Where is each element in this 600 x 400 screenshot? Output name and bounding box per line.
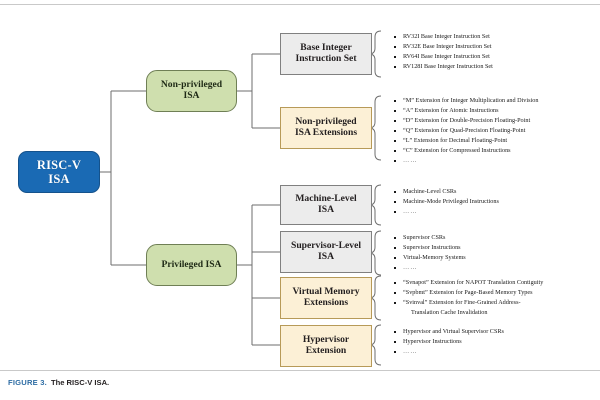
list-item: “M” Extension for Integer Multiplication…: [392, 96, 538, 106]
list-item-continuation: Translation Cache Invalidation: [411, 309, 488, 317]
bullets-virtual-memory: “Svnapot” Extension for NAPOT Translatio…: [392, 278, 543, 318]
list-item: ……: [392, 347, 504, 357]
list-item: “L” Extension for Decimal Floating-Point: [392, 136, 538, 146]
root-label-line2: ISA: [48, 172, 70, 186]
list-item: “Svpbmt” Extension for Page-Based Memory…: [392, 288, 543, 298]
list-item: RV128I Base Integer Instruction Set: [392, 62, 493, 72]
leaf-1-2-line1: Virtual Memory: [292, 286, 360, 298]
leaf-1-1-line1: Supervisor-Level: [291, 240, 361, 252]
bullets-supervisor-level: Supervisor CSRs Supervisor Instructions …: [392, 233, 466, 273]
leaf-0-0-line1: Base Integer: [300, 42, 352, 54]
node-privileged-isa[interactable]: Privileged ISA: [146, 244, 237, 286]
node-virtual-memory-extensions[interactable]: Virtual Memory Extensions: [280, 277, 372, 319]
page-rule-top: [0, 4, 600, 5]
figure-title: The RISC-V ISA.: [50, 378, 110, 387]
list-item: Virtual-Memory Systems: [392, 253, 466, 263]
bullets-non-privileged-extensions: “M” Extension for Integer Multiplication…: [392, 96, 538, 166]
node-risc-v-isa[interactable]: RISC-V ISA: [18, 151, 100, 193]
leaf-1-2-line2: Extensions: [303, 297, 349, 308]
node-non-privileged-isa[interactable]: Non-privileged ISA: [146, 70, 237, 112]
list-item: Hypervisor Instructions: [392, 337, 504, 347]
node-base-integer-instruction-set[interactable]: Base Integer Instruction Set: [280, 33, 372, 75]
leaf-1-0-line2: ISA: [318, 204, 334, 215]
list-item: Machine-Mode Privileged Instructions: [392, 197, 499, 207]
root-label-line1: RISC-V: [36, 158, 82, 172]
page-rule-bottom: [0, 370, 600, 371]
bullets-base-integer: RV32I Base Integer Instruction Set RV32E…: [392, 32, 493, 72]
list-item: RV32E Base Integer Instruction Set: [392, 42, 493, 52]
list-item: Supervisor Instructions: [392, 243, 466, 253]
list-item: “C” Extension for Compressed Instruction…: [392, 146, 538, 156]
list-item: Supervisor CSRs: [392, 233, 466, 243]
list-item: “Svnapot” Extension for NAPOT Translatio…: [392, 278, 543, 288]
leaf-1-1-line2: ISA: [318, 251, 334, 262]
leaf-1-0-line1: Machine-Level: [295, 193, 357, 205]
leaf-1-3-line1: Hypervisor: [302, 334, 350, 346]
bullets-hypervisor: Hypervisor and Virtual Supervisor CSRs H…: [392, 327, 504, 357]
branch-0-line1: Non-privileged: [160, 79, 223, 91]
leaf-1-3-line2: Extension: [305, 345, 347, 356]
leaf-0-1-line1: Non-privileged: [295, 116, 357, 128]
leaf-0-1-line2: ISA Extensions: [294, 127, 358, 138]
figure-number: FIGURE 3.: [8, 378, 47, 387]
node-machine-level-isa[interactable]: Machine-Level ISA: [280, 185, 372, 225]
list-item: “A” Extension for Atomic Instructions: [392, 106, 538, 116]
list-item: ……: [392, 156, 538, 166]
leaf-0-0-line2: Instruction Set: [295, 53, 357, 64]
figure-caption: FIGURE 3.The RISC-V ISA.: [8, 378, 109, 387]
list-item: ……: [392, 207, 499, 217]
list-item: Machine-Level CSRs: [392, 187, 499, 197]
list-item: Hypervisor and Virtual Supervisor CSRs: [392, 327, 504, 337]
node-hypervisor-extension[interactable]: Hypervisor Extension: [280, 325, 372, 367]
branch-0-line2: ISA: [183, 90, 200, 101]
list-item: “Q” Extension for Quad-Precision Floatin…: [392, 126, 538, 136]
branch-1-line1: Privileged ISA: [161, 258, 222, 270]
node-supervisor-level-isa[interactable]: Supervisor-Level ISA: [280, 231, 372, 273]
bullets-machine-level: Machine-Level CSRs Machine-Mode Privileg…: [392, 187, 499, 217]
node-non-privileged-isa-extensions[interactable]: Non-privileged ISA Extensions: [280, 107, 372, 149]
list-item: “D” Extension for Double-Precision Float…: [392, 116, 538, 126]
list-item: ……: [392, 263, 466, 273]
list-item: RV64I Base Integer Instruction Set: [392, 52, 493, 62]
list-item: RV32I Base Integer Instruction Set: [392, 32, 493, 42]
list-item: “Svinval” Extension for Fine-Grained Add…: [392, 298, 543, 308]
